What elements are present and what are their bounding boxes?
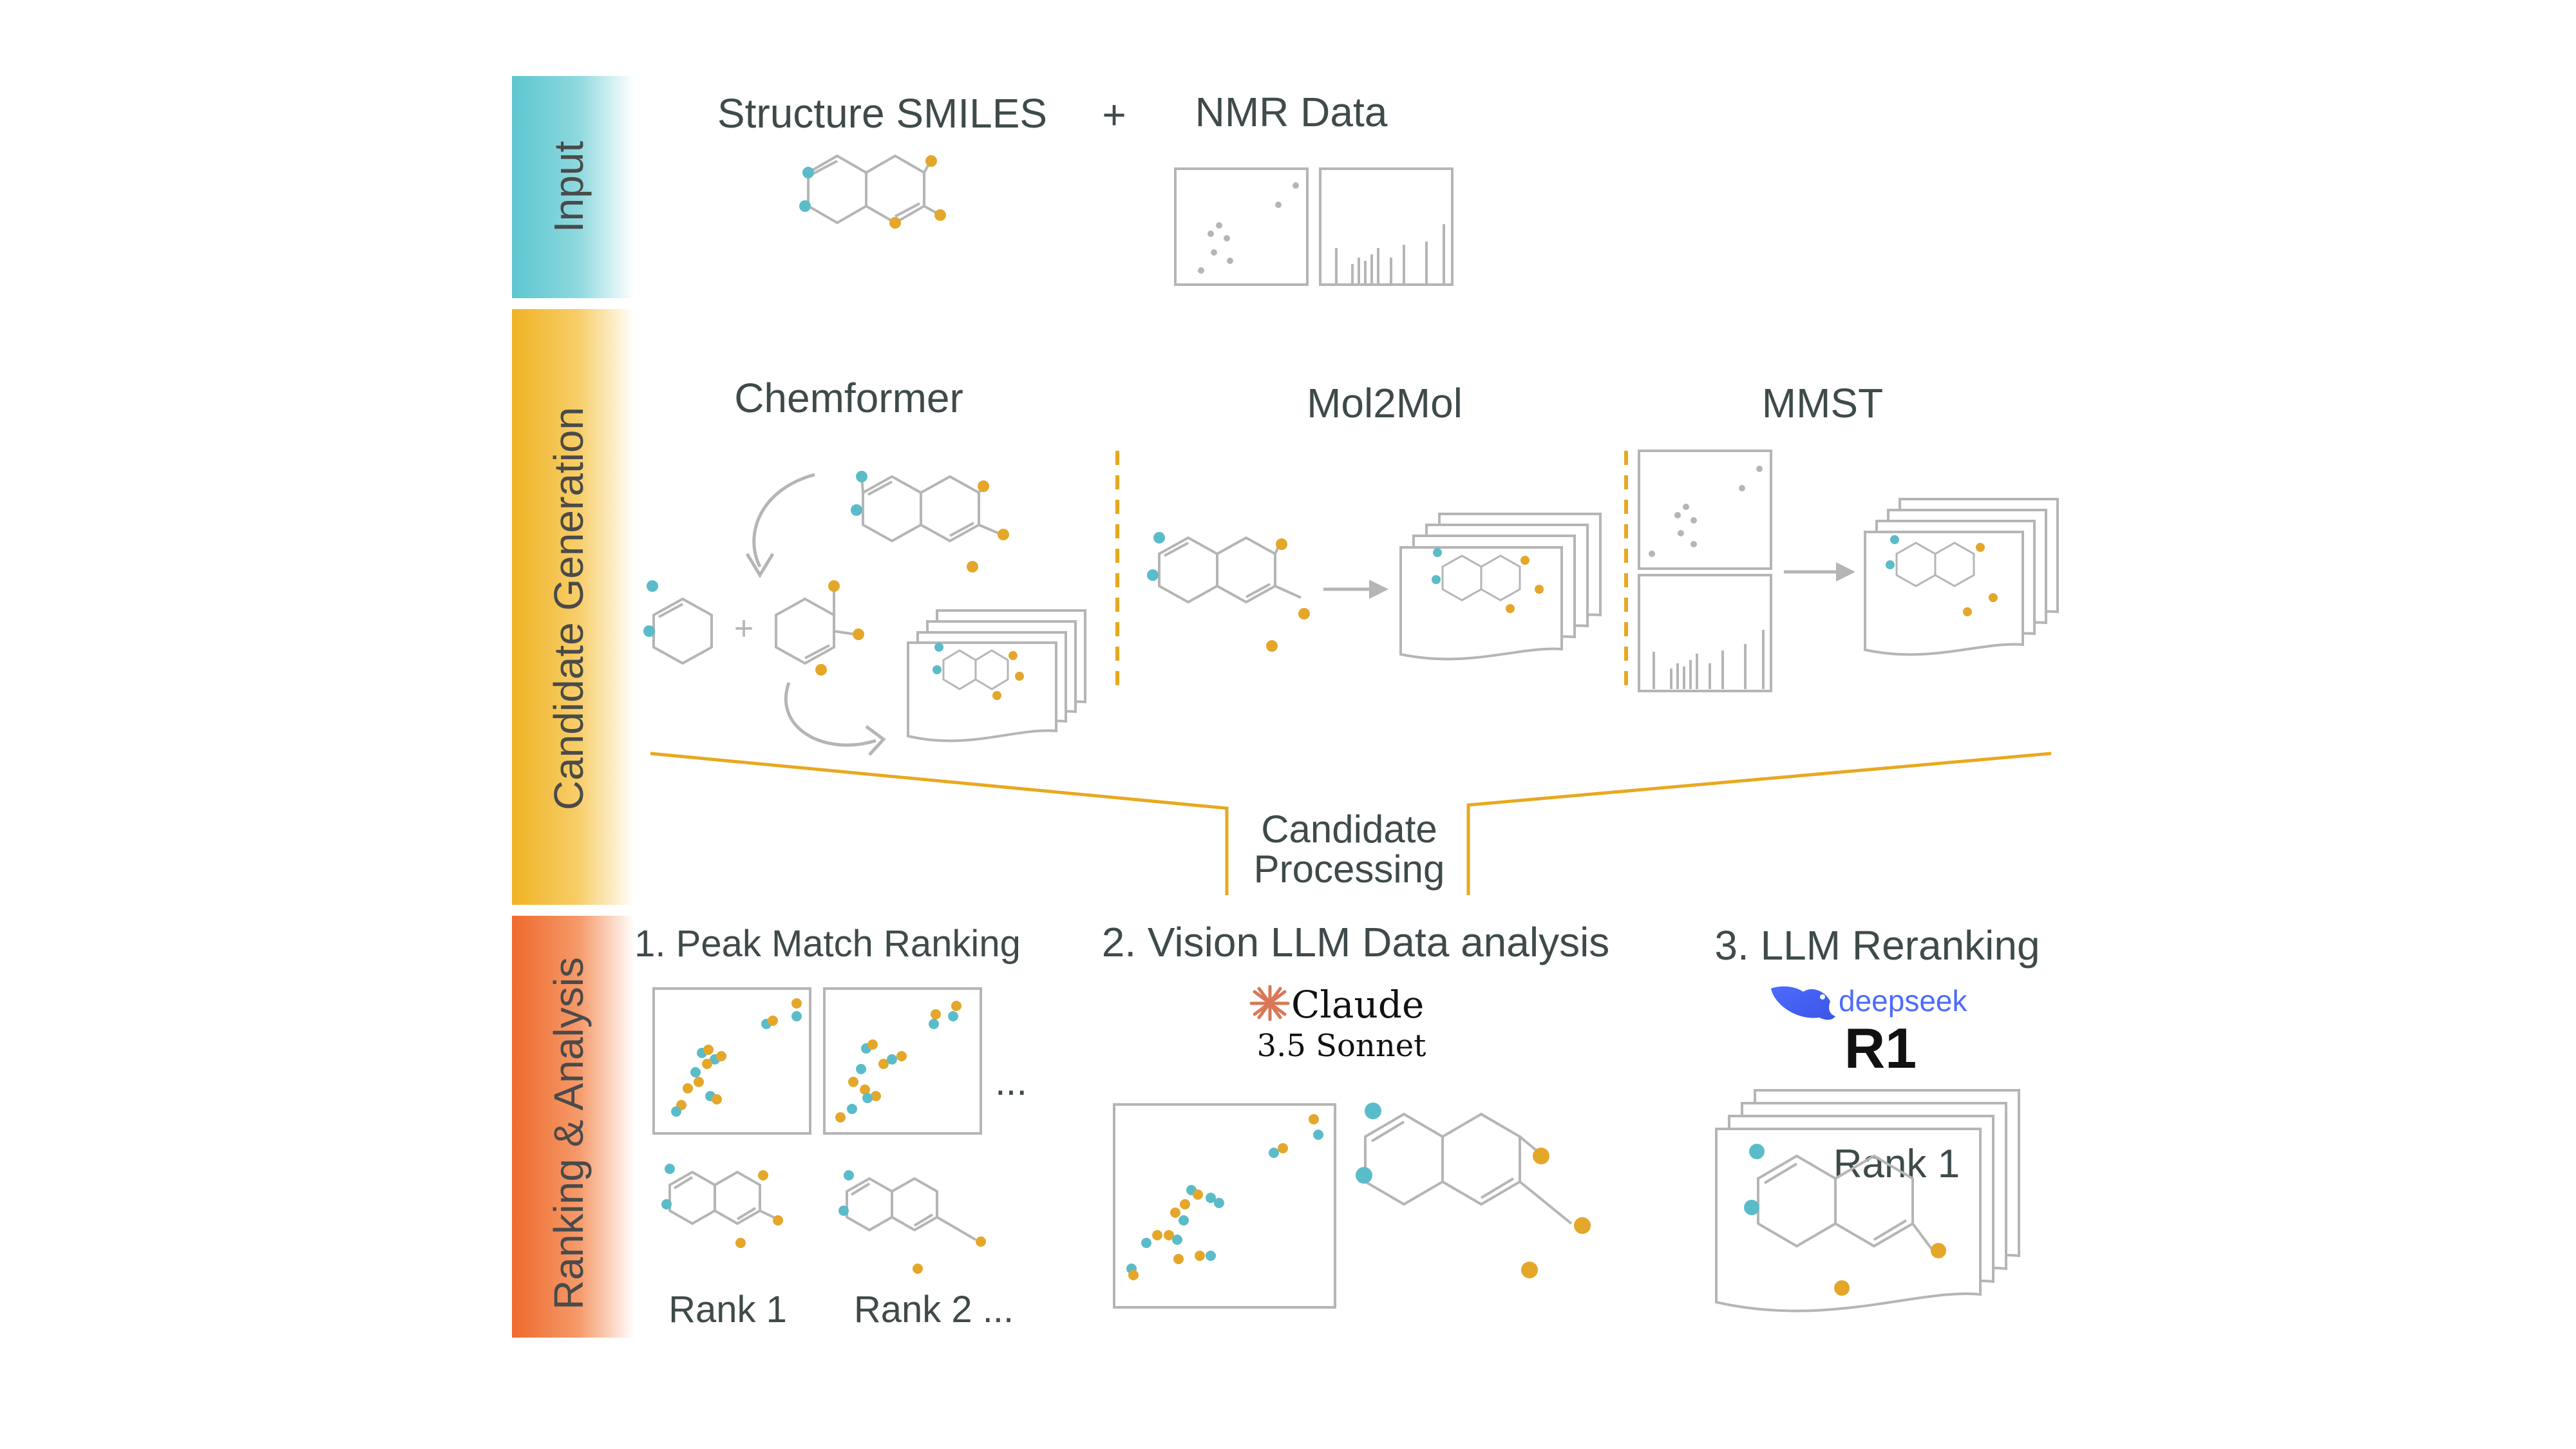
llm-reranking-title: 3. LLM Reranking bbox=[1714, 922, 2040, 969]
rank-1-label: Rank 1 bbox=[668, 1289, 787, 1331]
molecule-icon bbox=[1757, 1154, 1933, 1251]
claude-version-text: 3.5 Sonnet bbox=[1257, 1028, 1426, 1064]
curved-arrow bbox=[784, 682, 876, 747]
molecule-icon bbox=[846, 1177, 977, 1241]
more-plots-ellipsis: ... bbox=[995, 1060, 1027, 1103]
deepseek-logo-text: deepseek bbox=[1839, 984, 1967, 1018]
mmst-label: MMST bbox=[1762, 380, 1883, 426]
document-stack-icon bbox=[1399, 513, 1602, 661]
molecule-icon bbox=[775, 589, 856, 665]
whale-icon bbox=[1771, 986, 1835, 1020]
chemformer-label: Chemformer bbox=[734, 375, 963, 421]
hsqc-plot-icon bbox=[1638, 450, 1772, 570]
molecule-icon bbox=[805, 154, 941, 225]
molecule-icon bbox=[652, 597, 713, 665]
band-candidate-generation: Candidate Generation bbox=[512, 309, 634, 905]
atom-markers bbox=[799, 155, 946, 229]
plus-sign: + bbox=[1102, 91, 1126, 138]
structure-smiles-label: Structure SMILES bbox=[717, 90, 1047, 137]
document-stack-icon bbox=[1715, 1089, 2020, 1312]
rank-2-label: Rank 2 ... bbox=[854, 1289, 1014, 1331]
spectrum-icon bbox=[1319, 167, 1454, 286]
molecule-icon bbox=[1364, 1112, 1573, 1225]
spectrum-icon bbox=[1638, 574, 1772, 692]
deepseek-model-text: R1 bbox=[1844, 1016, 1917, 1080]
claude-starburst-icon bbox=[1249, 985, 1290, 1021]
hsqc-plot-icon bbox=[1174, 167, 1309, 286]
band-input-label: Input bbox=[545, 141, 592, 233]
band-ranking-label: Ranking & Analysis bbox=[545, 957, 592, 1310]
vision-llm-title: 2. Vision LLM Data analysis bbox=[1102, 919, 1610, 965]
curved-arrow bbox=[752, 473, 815, 568]
vision-analysis-plot bbox=[1113, 1103, 1336, 1309]
plus-sign: + bbox=[734, 610, 753, 647]
peak-match-ranking-title: 1. Peak Match Ranking bbox=[634, 923, 1021, 965]
mol2mol-label: Mol2Mol bbox=[1307, 380, 1463, 426]
molecule-icon bbox=[668, 1170, 777, 1226]
document-stack-icon bbox=[907, 609, 1086, 743]
candidate-processing-line1: Candidate bbox=[1261, 808, 1437, 851]
band-generation-label: Candidate Generation bbox=[545, 407, 592, 810]
document-stack-icon bbox=[1864, 498, 2059, 656]
nmr-data-label: NMR Data bbox=[1195, 89, 1388, 135]
molecule-icon bbox=[1158, 536, 1302, 604]
peak-match-plot bbox=[652, 987, 811, 1135]
band-ranking-analysis: Ranking & Analysis bbox=[512, 916, 634, 1338]
candidate-processing-line2: Processing bbox=[1254, 848, 1445, 891]
band-input: Input bbox=[512, 76, 634, 298]
peak-match-plot bbox=[823, 987, 982, 1135]
funnel-lines bbox=[650, 752, 2052, 895]
claude-logo-text: Claude bbox=[1291, 983, 1424, 1027]
rank-1-document-label: Rank 1 bbox=[1833, 1142, 1960, 1186]
